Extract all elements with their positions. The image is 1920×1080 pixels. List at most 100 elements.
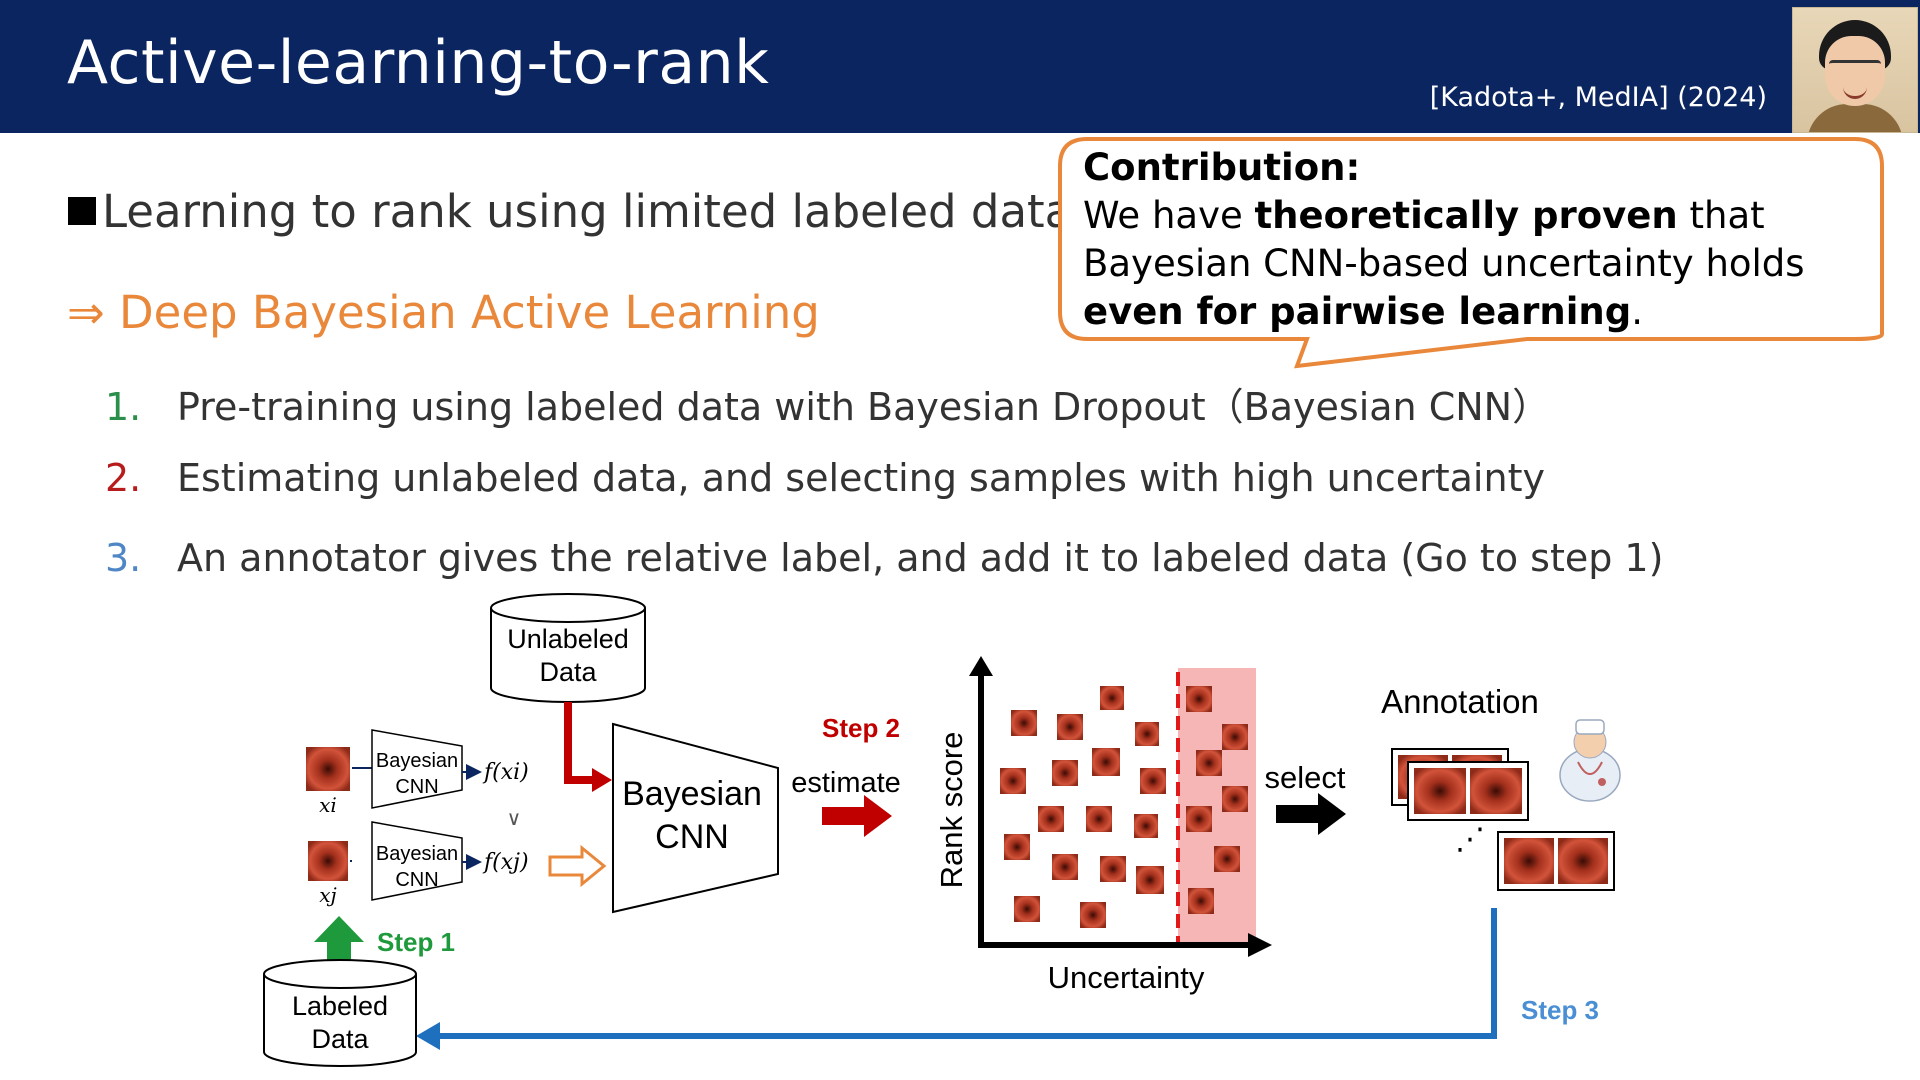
sample-thumb xyxy=(1092,748,1120,776)
xi-image xyxy=(306,747,350,791)
sample-thumb xyxy=(1135,722,1159,746)
sample-thumb-selected xyxy=(1222,786,1248,812)
step-number: 2. xyxy=(105,456,142,500)
small-cnn-1-label-2: CNN xyxy=(395,776,438,798)
x-axis-arrowhead xyxy=(1248,933,1272,957)
sample-thumb xyxy=(1140,768,1166,794)
uncertainty-label: Uncertainty xyxy=(1048,960,1205,995)
labeled-label-1: Labeled xyxy=(292,991,388,1021)
sample-thumb xyxy=(1038,806,1064,832)
contribution-line1-pre: We have xyxy=(1083,194,1255,237)
estimate-label: estimate xyxy=(791,767,901,799)
step-item-3: 3. An annotator gives the relative label,… xyxy=(105,536,1663,580)
pair-thumb xyxy=(1558,838,1608,884)
contribution-line1-bold: theoretically proven xyxy=(1254,194,1678,237)
xj-image xyxy=(308,841,348,881)
unlabeled-data-cylinder: Unlabeled Data xyxy=(490,593,646,703)
step2-label: Step 2 xyxy=(822,713,900,743)
uncertainty-plot: Rank score Uncertainty xyxy=(934,656,1272,995)
xj-label: xj xyxy=(319,883,336,907)
sample-thumb xyxy=(1000,768,1026,794)
sample-thumb-selected xyxy=(1186,806,1212,832)
small-cnn-2: Bayesian CNN xyxy=(371,821,463,901)
unlabeled-label-1: Unlabeled xyxy=(507,624,629,654)
photo-smile xyxy=(1843,86,1867,99)
photo-glasses xyxy=(1829,60,1881,75)
sample-thumb xyxy=(1011,710,1037,736)
select-label: select xyxy=(1265,760,1346,795)
doctor-icon xyxy=(1559,719,1621,802)
sample-thumb xyxy=(1052,854,1078,880)
step-item-1: 1. Pre-training using labeled data with B… xyxy=(105,376,1550,431)
estimate-arrow xyxy=(822,795,892,837)
step-number: 3. xyxy=(105,536,142,580)
sample-thumb-selected xyxy=(1214,846,1240,872)
contribution-line1-post: that xyxy=(1677,194,1765,237)
step-number: 1. xyxy=(105,385,142,429)
pair-thumb xyxy=(1470,768,1522,814)
big-cnn-label-2: CNN xyxy=(655,818,729,856)
compare-symbol: ∨ xyxy=(507,806,522,830)
sample-thumb xyxy=(1100,686,1124,710)
step3-arrowhead xyxy=(416,1022,440,1050)
unlabeled-arrowhead xyxy=(592,768,612,792)
sample-thumb xyxy=(1052,760,1078,786)
annotation-label: Annotation xyxy=(1381,683,1539,720)
to-cnn-hollow-arrow xyxy=(548,844,607,888)
rank-score-label: Rank score xyxy=(934,732,969,889)
sample-thumb-selected xyxy=(1196,750,1222,776)
bullet-square-icon xyxy=(68,197,96,225)
method-line: ⇒ Deep Bayesian Active Learning xyxy=(67,286,820,339)
sample-thumb xyxy=(1057,714,1083,740)
xi-label: xi xyxy=(319,793,337,817)
step1-arrow xyxy=(314,916,364,960)
labeled-data-cylinder: Labeled Data xyxy=(263,959,417,1067)
sample-thumb xyxy=(1100,856,1126,882)
contribution-callout: Contribution: We have theoretically prov… xyxy=(1057,136,1885,370)
select-arrow xyxy=(1276,793,1346,835)
fxi-label: f(xi) xyxy=(482,760,529,785)
sample-thumb-selected xyxy=(1222,724,1248,750)
callout-bubble xyxy=(1058,137,1884,369)
step-text: Pre-training using labeled data with Bay… xyxy=(177,385,1551,429)
small-cnn-1-label-1: Bayesian xyxy=(376,750,458,772)
main-bullet: Learning to rank using limited labeled d… xyxy=(68,185,1072,238)
more-pairs-ellipsis: ⋰ xyxy=(1455,822,1485,857)
y-axis-arrowhead xyxy=(969,656,993,676)
step-text: An annotator gives the relative label, a… xyxy=(177,536,1664,580)
presenter-photo xyxy=(1792,7,1918,133)
sample-thumbnails xyxy=(1000,686,1248,928)
step-text: Estimating unlabeled data, and selecting… xyxy=(177,456,1545,500)
contribution-heading: Contribution: xyxy=(1083,146,1361,189)
sample-thumb xyxy=(1134,814,1158,838)
unlabeled-to-cnn-arrow xyxy=(564,702,596,784)
sample-thumb xyxy=(1136,866,1164,894)
contribution-text: Contribution: We have theoretically prov… xyxy=(1083,144,1873,336)
contribution-line3-bold: even for pairwise learning xyxy=(1083,290,1632,333)
sample-thumb xyxy=(1080,902,1106,928)
citation: [Kadota+, MedIA] (2024) xyxy=(1429,82,1767,113)
slide-title: Active-learning-to-rank xyxy=(67,28,770,98)
fxj-label: f(xj) xyxy=(482,850,529,875)
sample-thumb xyxy=(1004,834,1030,860)
sample-thumb-selected xyxy=(1188,888,1214,914)
big-cnn-label-1: Bayesian xyxy=(622,775,762,813)
sample-thumb-selected xyxy=(1186,686,1212,712)
step-item-2: 2. Estimating unlabeled data, and selecti… xyxy=(105,456,1545,500)
small-cnn-1: Bayesian CNN xyxy=(371,729,463,809)
small-cnn-2-label-1: Bayesian xyxy=(376,843,458,865)
header-bar: Active-learning-to-rank [Kadota+, MedIA]… xyxy=(0,0,1920,133)
labeled-label-2: Data xyxy=(311,1024,369,1054)
sample-thumb xyxy=(1086,806,1112,832)
small-cnn-2-label-2: CNN xyxy=(395,869,438,891)
pair-thumb xyxy=(1504,838,1554,884)
unlabeled-label-2: Data xyxy=(539,657,597,687)
sample-thumb xyxy=(1014,896,1040,922)
step3-label: Step 3 xyxy=(1521,995,1599,1025)
step1-label: Step 1 xyxy=(377,927,455,957)
step3-return-line xyxy=(434,908,1497,1039)
contribution-line3-post: . xyxy=(1631,290,1644,333)
pair-thumb xyxy=(1414,768,1466,814)
bullet-text: Learning to rank using limited labeled d… xyxy=(102,185,1073,238)
